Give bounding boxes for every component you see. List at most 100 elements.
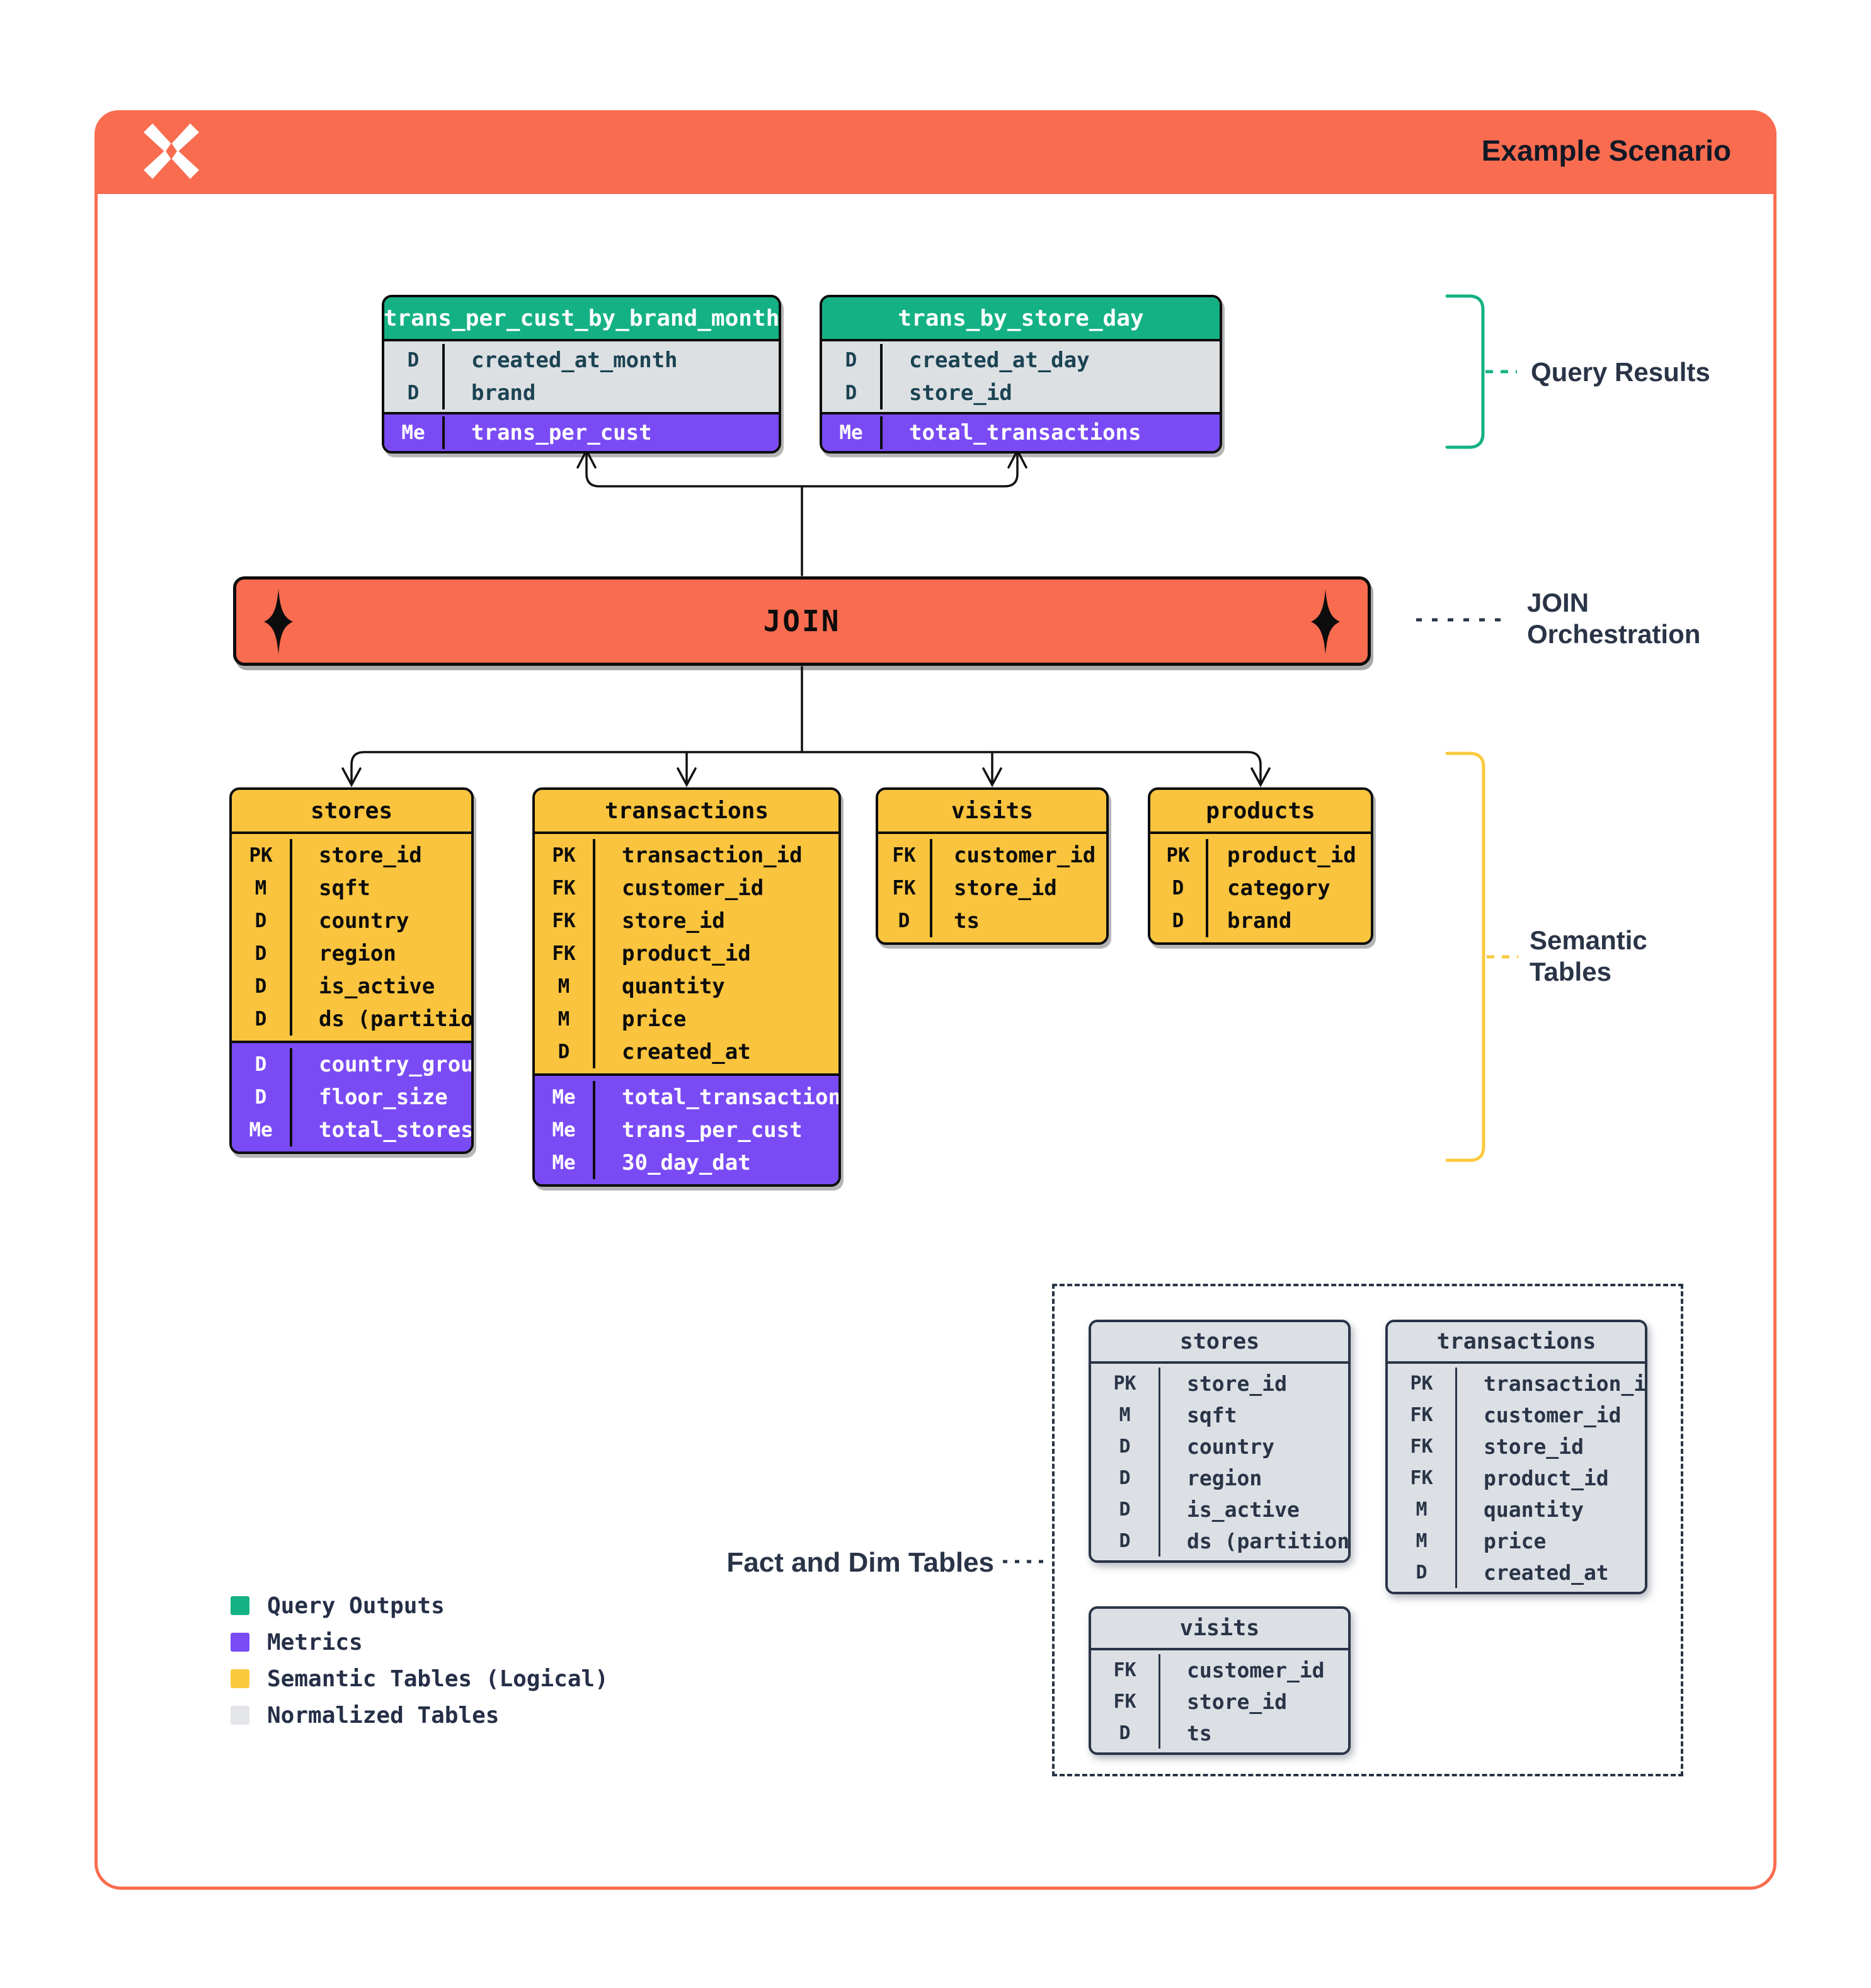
table-title: visits — [1091, 1609, 1348, 1650]
column-name: total_transactions — [909, 420, 1141, 445]
column-name: trans_per_cust — [471, 420, 652, 445]
fact-dim-group-box — [1052, 1284, 1683, 1776]
column-badge: M — [535, 1003, 595, 1036]
diamond-spark-icon — [1311, 589, 1340, 654]
column-badge: FK — [878, 872, 932, 905]
column-badge: D — [1091, 1431, 1160, 1462]
table-title: visits — [878, 790, 1106, 834]
column-name: ts — [1187, 1720, 1212, 1745]
column-badge: M — [1388, 1525, 1457, 1557]
column-name: floor_size — [319, 1085, 448, 1110]
column-badge: PK — [232, 839, 292, 872]
column-badge: D — [1091, 1494, 1160, 1525]
column-name: country_group — [319, 1052, 474, 1077]
column-badge: PK — [1388, 1368, 1457, 1399]
column-badge: PK — [1091, 1368, 1160, 1399]
table-title: stores — [232, 790, 471, 834]
column-badge: D — [232, 937, 292, 970]
column-badge: D — [232, 905, 292, 937]
column-name: created_at_month — [471, 348, 678, 373]
column-badge: D — [232, 970, 292, 1003]
column-name: transaction_id — [622, 843, 803, 868]
query-table-trans-by-store-day: trans_by_store_day D created_at_day D st… — [820, 295, 1222, 454]
column-badge: D — [1150, 905, 1208, 937]
fact-dim-tables-label: Fact and Dim Tables — [726, 1547, 994, 1578]
column-badge: D — [535, 1036, 595, 1068]
column-badge: D — [232, 1048, 292, 1081]
table-row: Me trans_per_cust — [384, 416, 779, 449]
column-name: ts — [954, 908, 980, 934]
column-badge: M — [232, 872, 292, 905]
column-badge: FK — [535, 905, 595, 937]
column-badge: D — [384, 377, 445, 409]
column-badge: D — [1091, 1525, 1160, 1557]
table-title: stores — [1091, 1322, 1348, 1364]
query-table-trans-per-cust-by-brand-month: trans_per_cust_by_brand_month D created_… — [382, 295, 781, 454]
column-name: store_id — [1187, 1371, 1287, 1396]
column-badge: PK — [1150, 839, 1208, 872]
table-row: Me total_transactions — [822, 416, 1220, 449]
column-badge: FK — [1388, 1399, 1457, 1431]
column-name: quantity — [1484, 1497, 1584, 1522]
column-name: brand — [471, 380, 536, 406]
column-name: created_at_day — [909, 348, 1090, 373]
column-badge: M — [1091, 1399, 1160, 1431]
column-name: created_at — [622, 1039, 751, 1065]
metrics-swatch-icon — [231, 1633, 249, 1652]
column-name: is_active — [319, 974, 435, 999]
table-title: transactions — [535, 790, 838, 834]
column-name: product_id — [622, 941, 751, 966]
table-row: D store_id — [822, 377, 1220, 409]
legend: Query Outputs Metrics Semantic Tables (L… — [231, 1587, 609, 1734]
query-results-label: Query Results — [1531, 357, 1710, 387]
column-name: customer_id — [954, 843, 1096, 868]
column-name: brand — [1227, 908, 1292, 934]
column-badge: PK — [535, 839, 595, 872]
column-name: total_stores — [319, 1117, 474, 1143]
column-badge: D — [1091, 1717, 1160, 1749]
column-badge: Me — [535, 1146, 595, 1179]
column-name: trans_per_cust — [622, 1117, 803, 1143]
column-badge: D — [1091, 1462, 1160, 1494]
column-name: store_id — [1187, 1689, 1287, 1714]
column-name: store_id — [909, 380, 1012, 406]
column-name: customer_id — [1187, 1657, 1325, 1682]
card-header-band — [94, 110, 1777, 194]
column-badge: Me — [822, 416, 883, 449]
column-name: store_id — [319, 843, 422, 868]
table-title: trans_per_cust_by_brand_month — [384, 297, 779, 341]
join-orchestration-bar: JOIN — [233, 576, 1371, 666]
legend-item: Metrics — [231, 1624, 609, 1660]
semantic-tables-swatch-icon — [231, 1669, 249, 1688]
table-row: D brand — [384, 377, 779, 409]
column-name: country — [319, 908, 409, 934]
column-badge: FK — [878, 839, 932, 872]
column-badge: Me — [535, 1081, 595, 1114]
column-badge: FK — [1091, 1654, 1160, 1686]
column-name: is_active — [1187, 1497, 1300, 1522]
semantic-tables-label: Semantic Tables — [1530, 925, 1647, 986]
column-name: price — [1484, 1528, 1547, 1553]
legend-item: Semantic Tables (Logical) — [231, 1660, 609, 1697]
column-name: country — [1187, 1434, 1275, 1459]
column-badge: D — [1388, 1557, 1457, 1588]
column-badge: D — [1150, 872, 1208, 905]
table-title: trans_by_store_day — [822, 297, 1220, 341]
column-name: price — [622, 1007, 687, 1032]
column-name: created_at — [1484, 1560, 1609, 1585]
column-name: quantity — [622, 974, 725, 999]
column-badge: D — [822, 377, 883, 409]
table-title: transactions — [1388, 1322, 1645, 1364]
column-badge: FK — [1388, 1431, 1457, 1462]
column-name: region — [1187, 1465, 1262, 1490]
column-badge: FK — [535, 872, 595, 905]
column-badge: Me — [232, 1114, 292, 1146]
column-badge: Me — [384, 416, 445, 449]
